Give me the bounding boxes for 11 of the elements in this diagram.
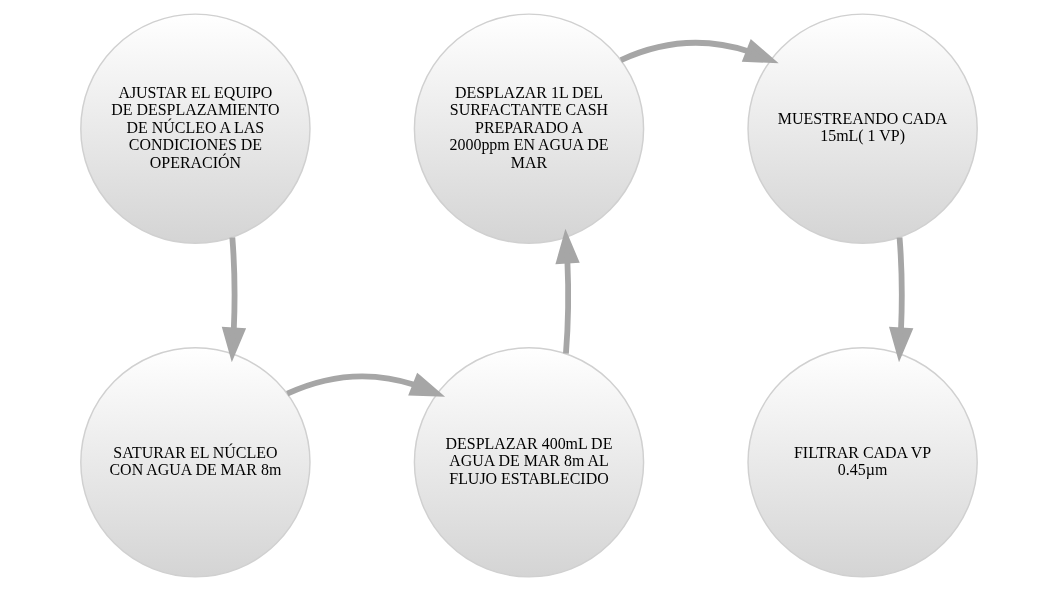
arrow — [554, 228, 580, 354]
arrow — [285, 372, 445, 397]
node-circle: DESPLAZAR 400mL DE AGUA DE MAR 8m AL FLUJO ESTABLECIDO — [413, 347, 644, 578]
node-circle: FILTRAR CADA VP 0.45µm — [746, 347, 978, 578]
node-circle: AJUSTAR EL EQUIPO DE DESPLAZAMIENTO DE NÚCLEO A LAS CONDICIONES DE OPERACIÓN — [79, 13, 311, 244]
arrow — [221, 237, 246, 363]
arrow — [619, 39, 779, 64]
node-circle: SATURAR EL NÚCLEO CON AGUA DE MAR 8m — [79, 347, 311, 578]
node-circle: DESPLAZAR 1L DEL SURFACTANTE CASH PREPARADO A 2000ppm EN AGUA DE MAR — [413, 13, 644, 244]
node-circle: MUESTREANDO CADA 15mL( 1 VP) — [746, 13, 978, 244]
arrow — [888, 237, 913, 363]
